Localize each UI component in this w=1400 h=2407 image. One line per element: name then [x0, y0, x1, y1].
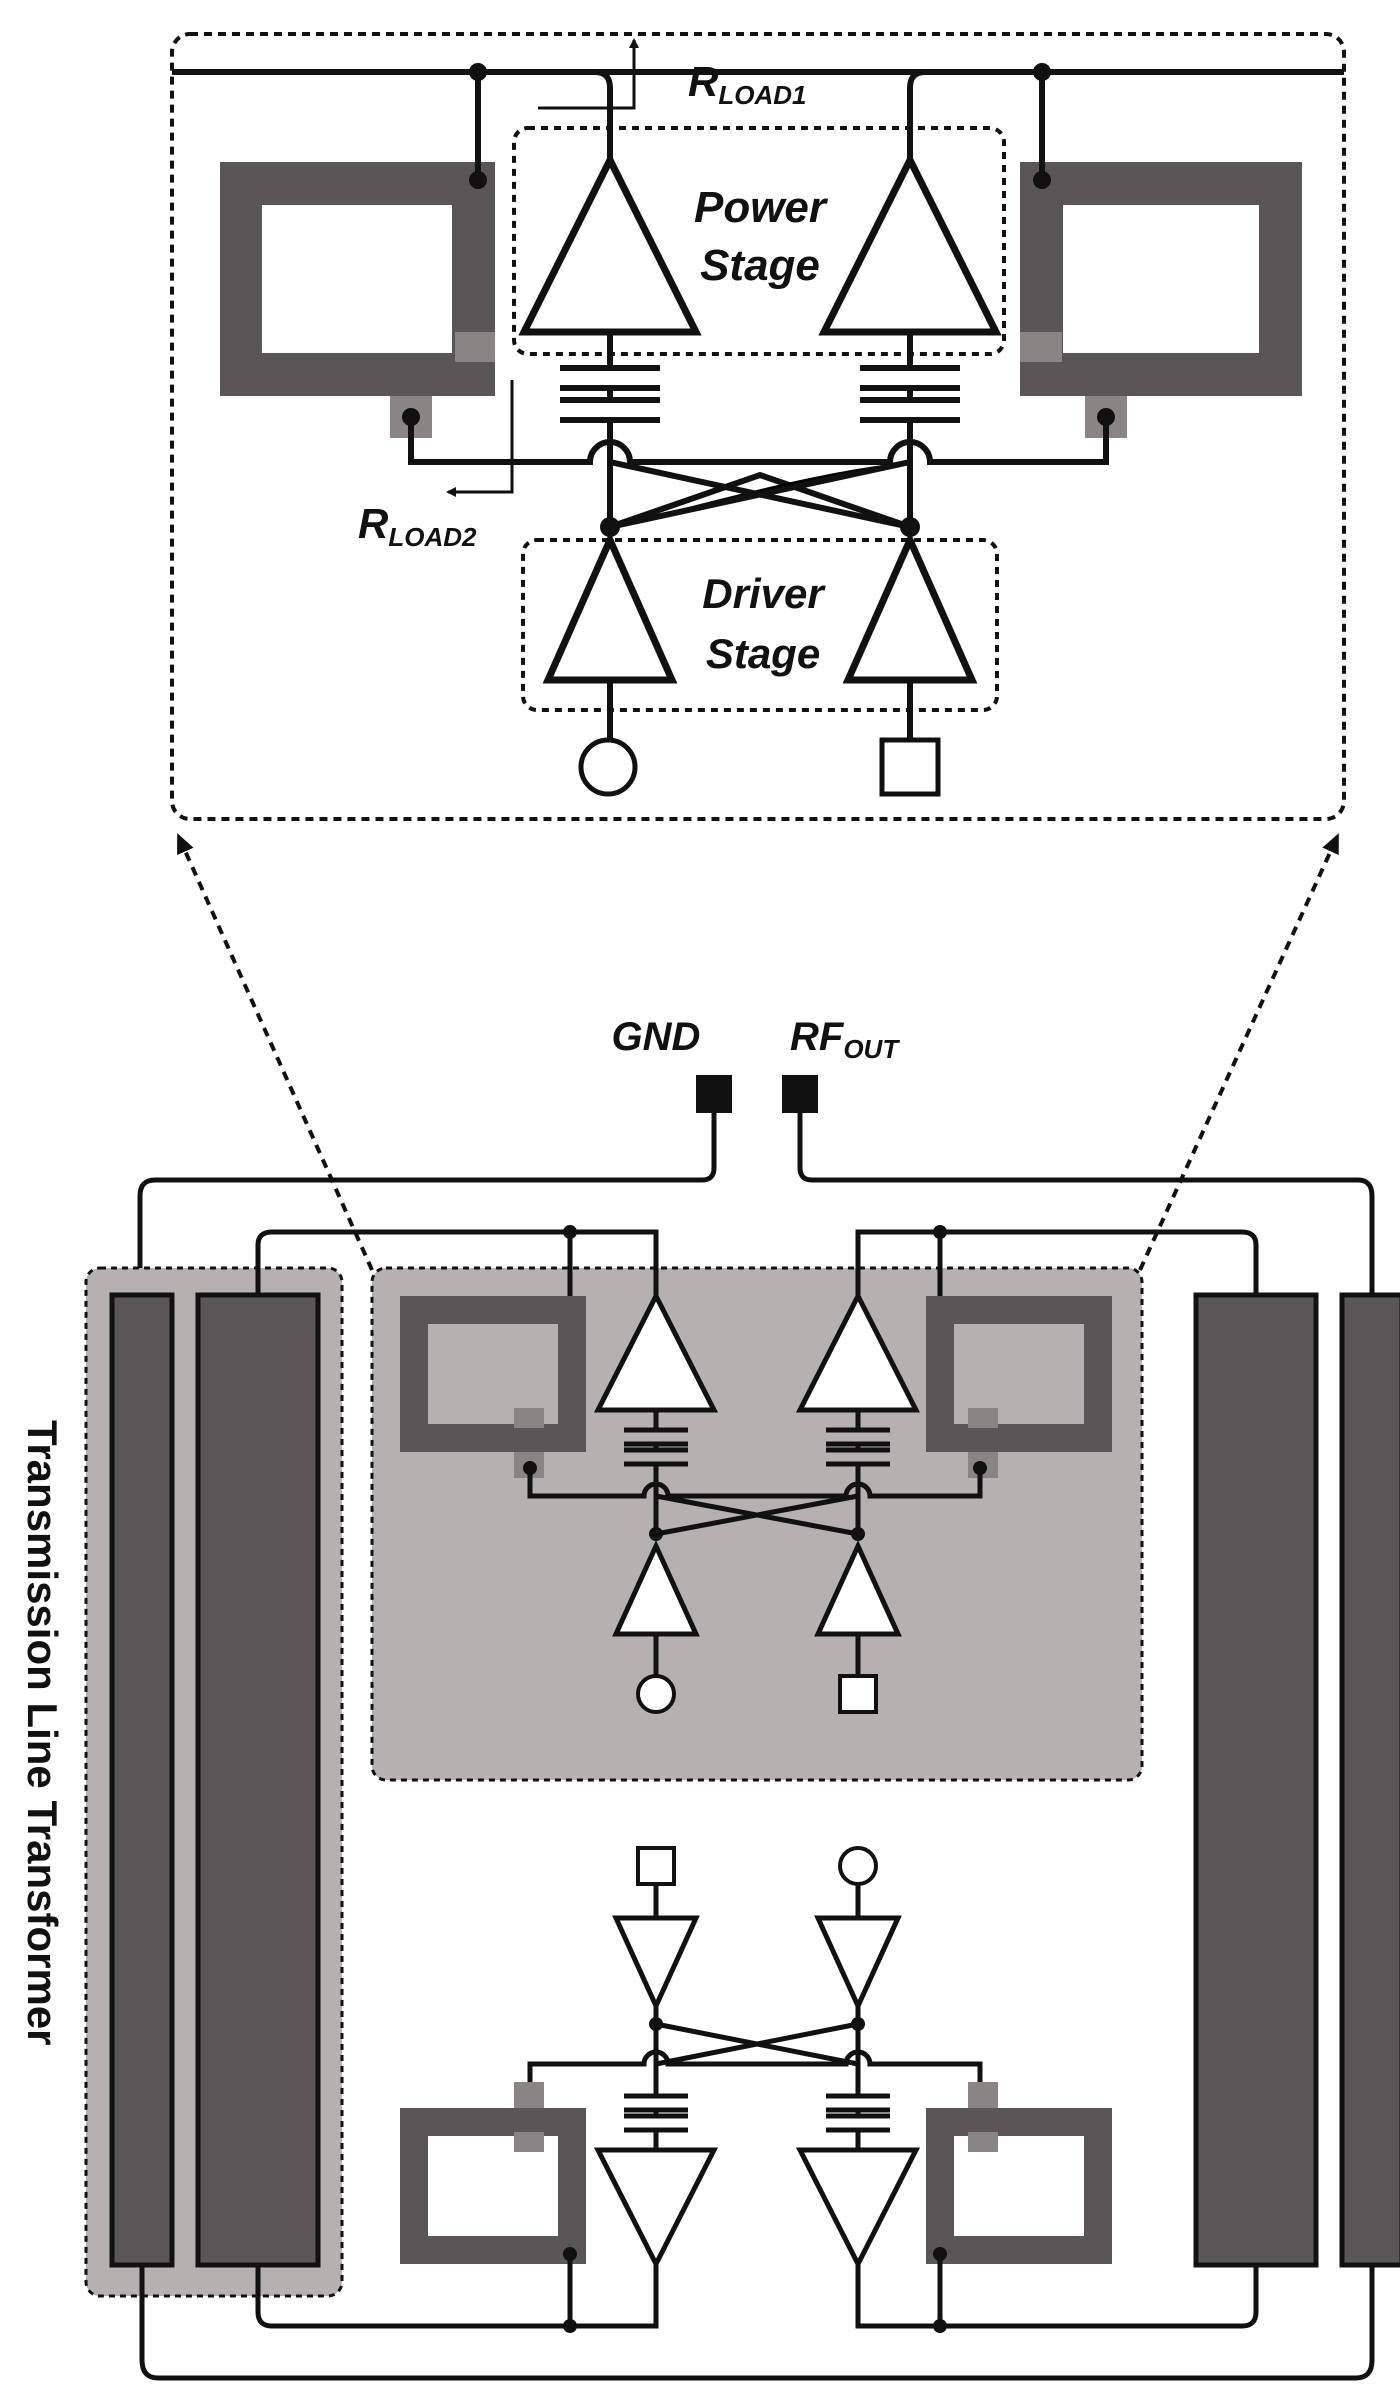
zoom-arrow-right — [1138, 833, 1340, 1271]
cell-top-inductor-right — [926, 1296, 1112, 1478]
rfout-label: RFOUT — [790, 1015, 900, 1064]
inductor-right — [1020, 162, 1302, 438]
cell-bottom-inductor-left — [400, 2082, 586, 2264]
rfout-pad — [782, 1075, 818, 1113]
cell-bottom-inductor-right — [926, 2082, 1112, 2264]
cell-bottom-driver-left — [612, 1915, 700, 2013]
tline-bar-4 — [1339, 1292, 1400, 2268]
input-circle-port — [578, 737, 638, 797]
driver-triangle-left — [542, 531, 678, 684]
cell-bottom-driver-right — [814, 1915, 902, 2013]
cell-bottom-pa-left — [593, 2147, 719, 2270]
transformer-label: Transmission Line Transformer — [19, 1420, 66, 2046]
tline-bar-2 — [195, 1292, 321, 2268]
chip-layout: GND RFOUT — [19, 1015, 1400, 2381]
tline-bar-3 — [1193, 1292, 1319, 2268]
capacitor-left — [560, 332, 660, 448]
pa-triangle-right — [818, 152, 1002, 336]
driver-triangle-right — [842, 531, 978, 684]
tline-bar-1 — [109, 1292, 175, 2268]
power-stage-label-2: Stage — [700, 241, 820, 290]
detail-border — [170, 32, 1346, 821]
inductor-left — [220, 162, 495, 438]
rload1-label: RLOAD1 — [688, 58, 806, 110]
gnd-pad — [696, 1075, 732, 1113]
driver-stage-label-2: Stage — [706, 630, 820, 677]
input-square-port — [879, 737, 941, 797]
detail-view: Power Stage — [170, 32, 1346, 821]
pa-triangle-left — [518, 152, 702, 336]
cell-highlight — [370, 1266, 1144, 1782]
power-stage-label: Power — [694, 183, 829, 232]
zoom-arrow-left — [176, 833, 374, 1271]
gnd-label: GND — [612, 1015, 701, 1059]
rload2-label: RLOAD2 — [358, 500, 477, 552]
capacitor-right — [860, 332, 960, 448]
driver-stage-label: Driver — [702, 570, 826, 617]
driver-stage-box — [521, 538, 999, 712]
cell-bottom-pa-right — [795, 2147, 921, 2270]
